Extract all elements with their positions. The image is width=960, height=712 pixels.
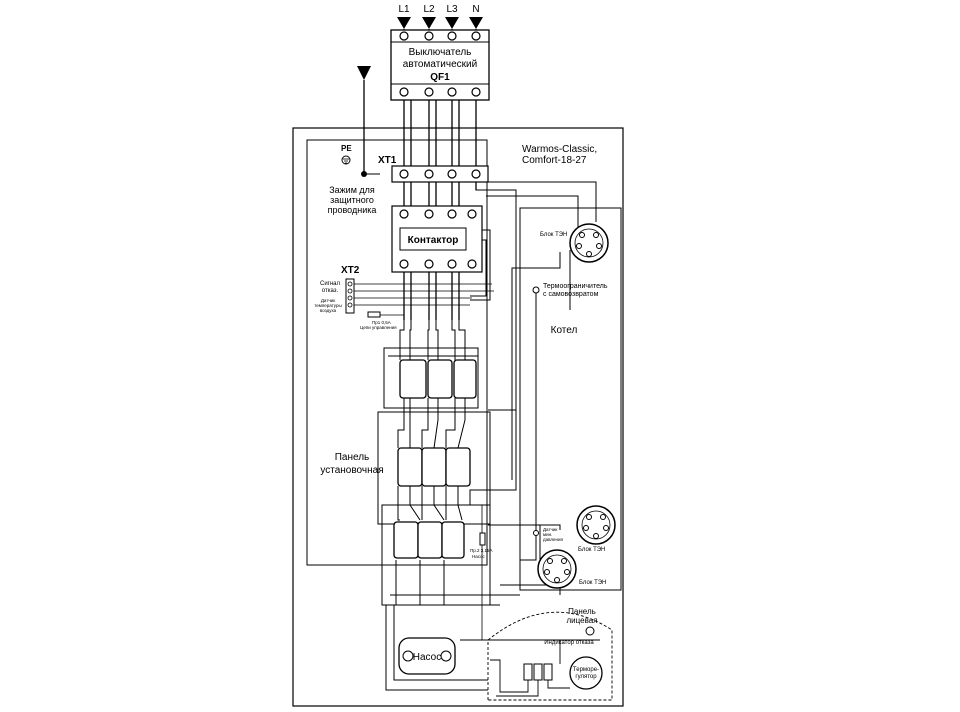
pump: Насос	[385, 605, 600, 691]
terminal-l1-arrow	[397, 17, 411, 29]
xt1-label: XT1	[378, 155, 397, 166]
boiler-frame	[519, 207, 622, 591]
terminal-l2-arrow	[422, 17, 436, 29]
pressure-sensor-line3: давления	[543, 537, 564, 542]
pressure-sensor-line1: Датчик	[543, 527, 557, 532]
terminal-n-arrow	[469, 17, 483, 29]
fuse-control-line2: Цепи управления	[360, 325, 397, 330]
front-panel-line2: лицевая	[566, 616, 597, 625]
breaker-label-line1: Выключатель	[409, 47, 472, 58]
thermostat-line1: Терморе-	[573, 667, 599, 673]
supply-terminals: L1 L2 L3 N	[397, 4, 483, 29]
install-panel-line2: установочная	[320, 465, 383, 476]
control-fuse: Пр1 0,5А Цепи управления	[360, 311, 404, 330]
xt2-label: XT2	[341, 265, 360, 276]
circuit-breaker-qf1: Выключатель автоматический QF1	[390, 29, 490, 101]
xt2-sensor-line2: температуры	[314, 303, 342, 308]
terminal-block-xt2: XT2 Сигнал отказ. Датчик температуры воз…	[314, 265, 494, 314]
terminal-l3-label: L3	[446, 4, 458, 15]
heater-block-middle-label: Блок ТЭН	[578, 547, 605, 553]
enclosures	[292, 127, 624, 707]
ground-icon	[341, 155, 351, 165]
thermostat-dial	[569, 656, 603, 690]
heater-block-top-label: Блок ТЭН	[540, 232, 567, 238]
thermo-limiter-line2: с самовозвратом	[543, 291, 599, 298]
pe-label: PE	[341, 144, 352, 153]
ground-clamp-line1: Зажим для	[329, 185, 375, 195]
ground-clamp-line3: проводника	[328, 205, 377, 215]
fuse-pump-line1: Пр.2 3,15А	[470, 548, 493, 553]
installation-panel-frame	[306, 139, 488, 566]
front-panel-line1: Панель	[568, 607, 596, 616]
xt2-sensor-line3: воздуха	[320, 308, 337, 313]
heater-block-middle: Блок ТЭН	[576, 505, 616, 553]
pump-label: Насос	[413, 652, 441, 663]
heater-block-bottom-label: Блок ТЭН	[579, 580, 606, 586]
model-label-line2: Comfort-18-27	[522, 155, 587, 166]
control-wiring	[469, 181, 597, 595]
xt2-signal-line2: отказ.	[322, 288, 339, 294]
fuse-pump-line2: Насос	[472, 554, 486, 559]
thermostat-line2: гулятор	[575, 674, 597, 680]
terminal-l1-label: L1	[398, 4, 410, 15]
fuse-control-line1: Пр1 0,5А	[372, 320, 391, 325]
breaker-tag: QF1	[430, 72, 450, 83]
xt2-signal-line1: Сигнал	[320, 281, 341, 287]
relay-group-1	[399, 359, 477, 399]
heater-block-top: Блок ТЭН	[540, 223, 609, 263]
terminal-block-xt1: XT1	[378, 155, 489, 183]
ground-clamp-line2: защитного	[330, 195, 374, 205]
front-panel: Панель лицевая Индикатор отказа Терморе-…	[487, 607, 613, 701]
breaker-label-line2: автоматический	[403, 59, 477, 70]
install-panel-line1: Панель	[335, 452, 370, 463]
terminal-l3-arrow	[445, 17, 459, 29]
thermo-limiter: Термоограничитель с самовозвратом	[532, 283, 608, 298]
pe-ground: PE	[341, 144, 380, 175]
pressure-sensor-line2: мин.	[543, 532, 552, 537]
relay-group-2	[397, 447, 471, 487]
antenna-symbol	[357, 66, 371, 177]
heater-block-bottom: Блок ТЭН	[537, 549, 606, 589]
pressure-sensor: Датчик мин. давления	[533, 527, 564, 542]
xt2-sensor-line1: Датчик	[321, 298, 335, 303]
outer-enclosure	[292, 127, 624, 707]
pump-fuse: Пр.2 3,15А Насос	[470, 505, 493, 640]
terminal-n-label: N	[472, 4, 479, 15]
terminal-l2-label: L2	[423, 4, 435, 15]
boiler-label: Котел	[551, 325, 578, 336]
thermo-limiter-line1: Термоограничитель	[543, 283, 608, 290]
fault-indicator-label: Индикатор отказа	[544, 640, 594, 646]
contactor-label: Контактор	[408, 235, 459, 246]
fault-indicator-icon	[585, 626, 595, 636]
model-label-line1: Warmos-Classic,	[522, 144, 597, 155]
contactor: Контактор	[391, 205, 483, 273]
relay-group-3	[393, 521, 465, 559]
